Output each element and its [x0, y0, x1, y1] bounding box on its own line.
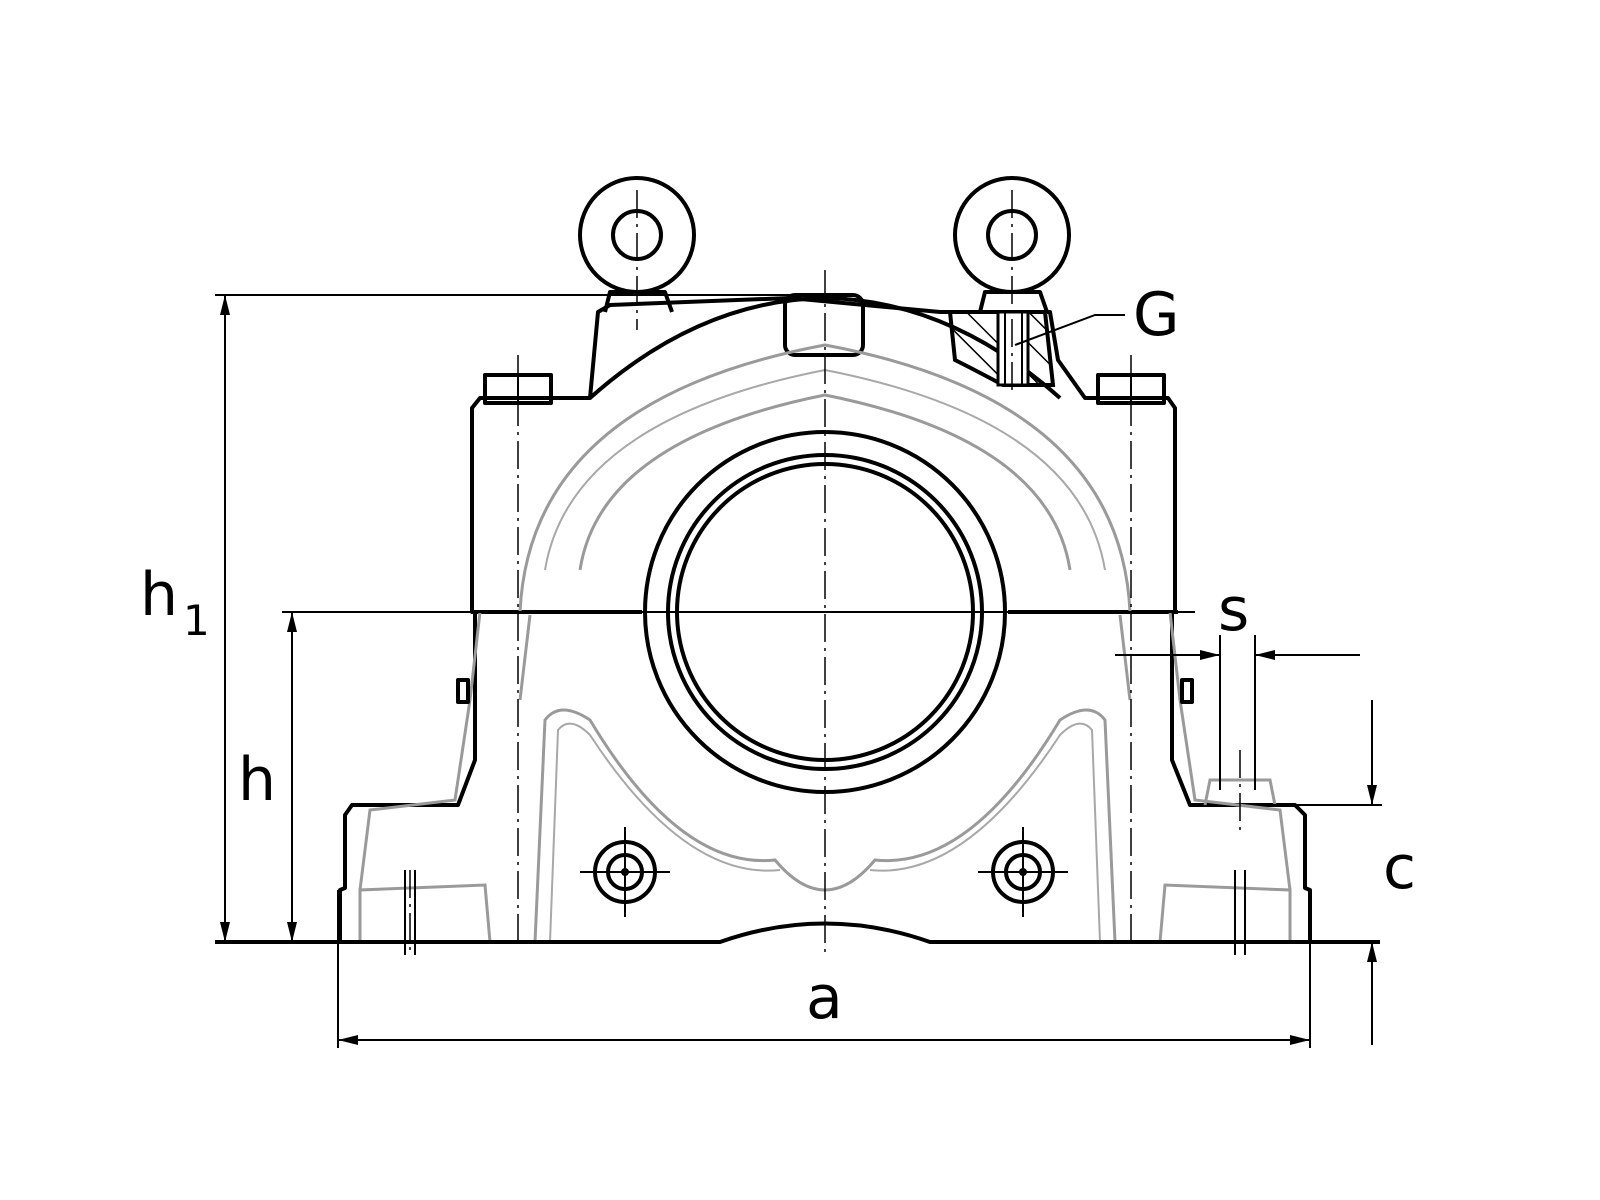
label-h: h [238, 745, 276, 815]
leader-G [1014, 314, 1125, 346]
dowel-hole-left [580, 827, 670, 917]
dimension-h [282, 611, 1195, 942]
dimension-c [1270, 700, 1382, 1045]
label-h1-subscript: 1 [183, 596, 210, 645]
housing-inner-contours [358, 343, 1292, 943]
threaded-hole-section [947, 310, 1056, 387]
label-s: s [1218, 575, 1249, 645]
base-line [215, 921, 1380, 944]
side-plug-left [456, 678, 470, 704]
dimension-h1 [215, 294, 790, 942]
label-G: G [1133, 280, 1180, 350]
dimension-s [1115, 635, 1360, 790]
label-h1: h [140, 560, 178, 630]
dowel-hole-right [978, 827, 1068, 917]
dimension-a [337, 890, 1311, 1048]
label-a: a [806, 963, 843, 1033]
center-lines [409, 190, 1241, 955]
side-plug-right [1180, 678, 1194, 704]
label-c: c [1383, 833, 1416, 903]
